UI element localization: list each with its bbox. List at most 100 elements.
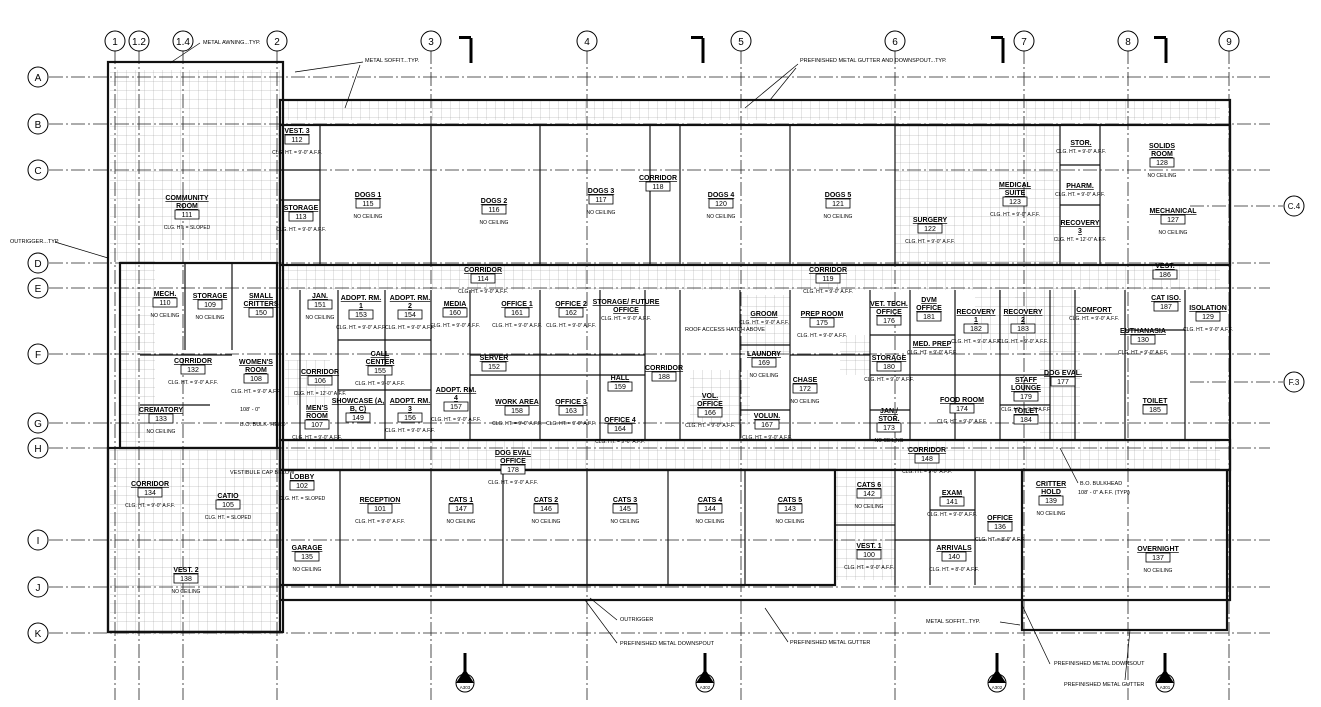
grid-label-row: J (36, 583, 41, 594)
ceiling-height-note: NO CEILING (293, 567, 322, 573)
room-number-box (307, 299, 333, 310)
room-name: SMALL (249, 293, 274, 300)
annotation: PREFINISHED METAL GUTTER (790, 640, 870, 646)
room-number-box (174, 209, 200, 220)
ceiling-height-note: CLG. HT. = 9'-0" A.F.F. (907, 350, 957, 356)
room-number-box (367, 365, 393, 376)
room-number-box (355, 198, 381, 209)
room-number: 121 (832, 201, 844, 208)
room-number: 176 (883, 318, 895, 325)
room-name: TOILET (1014, 408, 1039, 415)
ceiling-height-note: CLG. HT. = 9'-0" A.F.F. (276, 227, 326, 233)
room-number-box (345, 412, 371, 423)
room-name: STORAGE (872, 355, 907, 362)
grid-bubble-column (266, 30, 288, 52)
room-number-box (1050, 376, 1076, 387)
room-name: HALL (611, 375, 630, 382)
annotation: VESTIBULE CAP BELOW (230, 470, 295, 476)
room-name: RECOVERY (1003, 309, 1042, 316)
room-number: 132 (187, 367, 199, 374)
room-name: VEST. 1 (856, 543, 881, 550)
room-number-box (697, 503, 723, 514)
room-number: 149 (352, 415, 364, 422)
grid-bubble-row (27, 252, 49, 274)
room-number-box (558, 307, 584, 318)
ceiling-height-note: CLG. HT. = 9'-0" A.F.F. (385, 428, 435, 434)
ceiling-height-note: CLG. HT. = 12'-0" A.F.F. (1054, 237, 1107, 243)
ceiling-height-note: CLG. HT. = 9'-0" A.F.F. (797, 333, 847, 339)
room-number-box (607, 423, 633, 434)
room-name: CORRIDOR (809, 267, 847, 274)
grid-bubble-column (730, 30, 752, 52)
room-number-box (367, 503, 393, 514)
grid-bubble-row (27, 343, 49, 365)
room-number-box (448, 503, 474, 514)
room-name: STORAGE (193, 293, 228, 300)
room-name: OFFICE (987, 515, 1013, 522)
room-number-box (1153, 301, 1179, 312)
ceiling-grid-area (110, 70, 280, 260)
room-number: 135 (301, 554, 313, 561)
room-number-box (348, 309, 374, 320)
room-number-box (180, 364, 206, 375)
grid-label-row: C (34, 166, 41, 177)
room-number: 154 (404, 312, 416, 319)
room-name: WOMEN'S (239, 359, 273, 366)
room-number: 181 (923, 314, 935, 321)
ceiling-height-note: CLG. HT. = 9'-0" A.F.F. (492, 421, 542, 427)
room-number: 111 (182, 212, 193, 219)
annotation: B.O. BULKHEAD (1080, 481, 1122, 487)
room-number-box (1195, 311, 1221, 322)
room-name: CORRIDOR (174, 358, 212, 365)
grid-bubble-row (27, 412, 49, 434)
annotation: METAL AWNING...TYP. (203, 40, 261, 46)
room-number-box (876, 422, 902, 433)
room-number-box (152, 297, 178, 308)
room-name: WORK AREA (495, 399, 539, 406)
room-name: CATIO (217, 493, 239, 500)
annotation: 108' - 0" (240, 407, 260, 413)
room-number-box (289, 480, 315, 491)
room-number: 185 (1149, 407, 1161, 414)
ceiling-height-note: NO CEILING (611, 519, 640, 525)
room-number: 164 (614, 426, 626, 433)
room-number: 100 (863, 552, 875, 559)
annotation: METAL SOFFIT...TYP. (926, 619, 981, 625)
room-number-box (397, 309, 423, 320)
grid-label-column: 1.2 (132, 37, 146, 48)
room-name: CORRIDOR (908, 447, 946, 454)
room-number: 107 (311, 422, 323, 429)
ceiling-height-note: NO CEILING (824, 214, 853, 220)
room-number: 157 (450, 404, 462, 411)
ceiling-height-note: NO CEILING (354, 214, 383, 220)
room-name: CALL (371, 351, 390, 358)
room-number-box (754, 419, 780, 430)
annotation: OUTRIGGER...TYP. (10, 239, 60, 245)
room-number-box (443, 401, 469, 412)
room-name: CHASE (793, 377, 818, 384)
section-marker-sheet: A302 (700, 685, 711, 690)
room-name: LOUNGE (1011, 385, 1041, 392)
room-number-box (1013, 391, 1039, 402)
ceiling-grid-area (110, 450, 280, 635)
grid-label-row: I (37, 536, 40, 547)
room-number: 138 (180, 576, 192, 583)
ceiling-height-note: NO CEILING (196, 315, 225, 321)
annotation: METAL SOFFIT...TYP. (365, 58, 420, 64)
grid-label-row: G (34, 419, 42, 430)
